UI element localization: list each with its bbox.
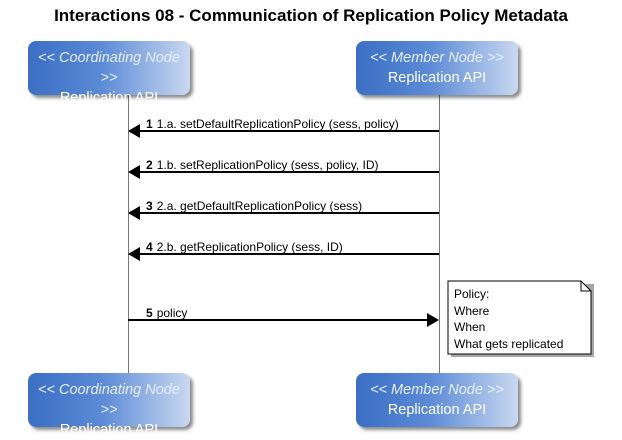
participant-name: Replication API xyxy=(59,90,159,106)
message-text: 2.a. getDefaultReplicationPolicy (sess) xyxy=(156,199,363,213)
lifeline-member xyxy=(439,95,440,375)
note-text: Policy: Where When What gets replicated xyxy=(454,286,563,352)
note-shape xyxy=(447,280,594,357)
diagram-title: Interactions 08 - Communication of Repli… xyxy=(54,6,568,25)
message-text: policy xyxy=(156,306,188,320)
participant-stereotype: << Coordinating Node >> xyxy=(38,382,180,418)
participant-stereotype: << Coordinating Node >> xyxy=(38,50,180,86)
participant-member-top: << Member Node >> Replication API xyxy=(356,41,518,95)
arrow-1 xyxy=(128,124,439,138)
message-text: 1.a. setDefaultReplicationPolicy (sess, … xyxy=(156,117,399,131)
participant-name: Replication API xyxy=(387,70,487,86)
note-line: Policy: xyxy=(454,287,490,301)
arrow-3 xyxy=(128,206,439,220)
participant-name: Replication API xyxy=(387,402,487,418)
message-number: 2 xyxy=(146,158,153,172)
message-text: 1.b. setReplicationPolicy (sess, policy,… xyxy=(156,158,379,172)
arrow-4 xyxy=(128,247,439,261)
message-number: 1 xyxy=(146,117,153,131)
lifeline-coordinating xyxy=(128,95,129,375)
message-number: 4 xyxy=(146,240,153,254)
arrow-5 xyxy=(128,313,439,327)
arrow-2 xyxy=(128,165,439,179)
participant-stereotype: << Member Node >> xyxy=(370,50,504,66)
participant-coordinating-top: << Coordinating Node >> Replication API xyxy=(28,41,190,106)
participant-stereotype: << Member Node >> xyxy=(370,382,504,398)
message-text: 2.b. getReplicationPolicy (sess, ID) xyxy=(156,240,343,254)
message-number: 5 xyxy=(146,306,153,320)
message-number: 3 xyxy=(146,199,153,213)
note-line: When xyxy=(454,320,486,334)
note-line: Where xyxy=(454,303,490,318)
note-line: What gets replicated xyxy=(454,336,564,351)
participant-member-bottom: << Member Node >> Replication API xyxy=(356,373,518,427)
